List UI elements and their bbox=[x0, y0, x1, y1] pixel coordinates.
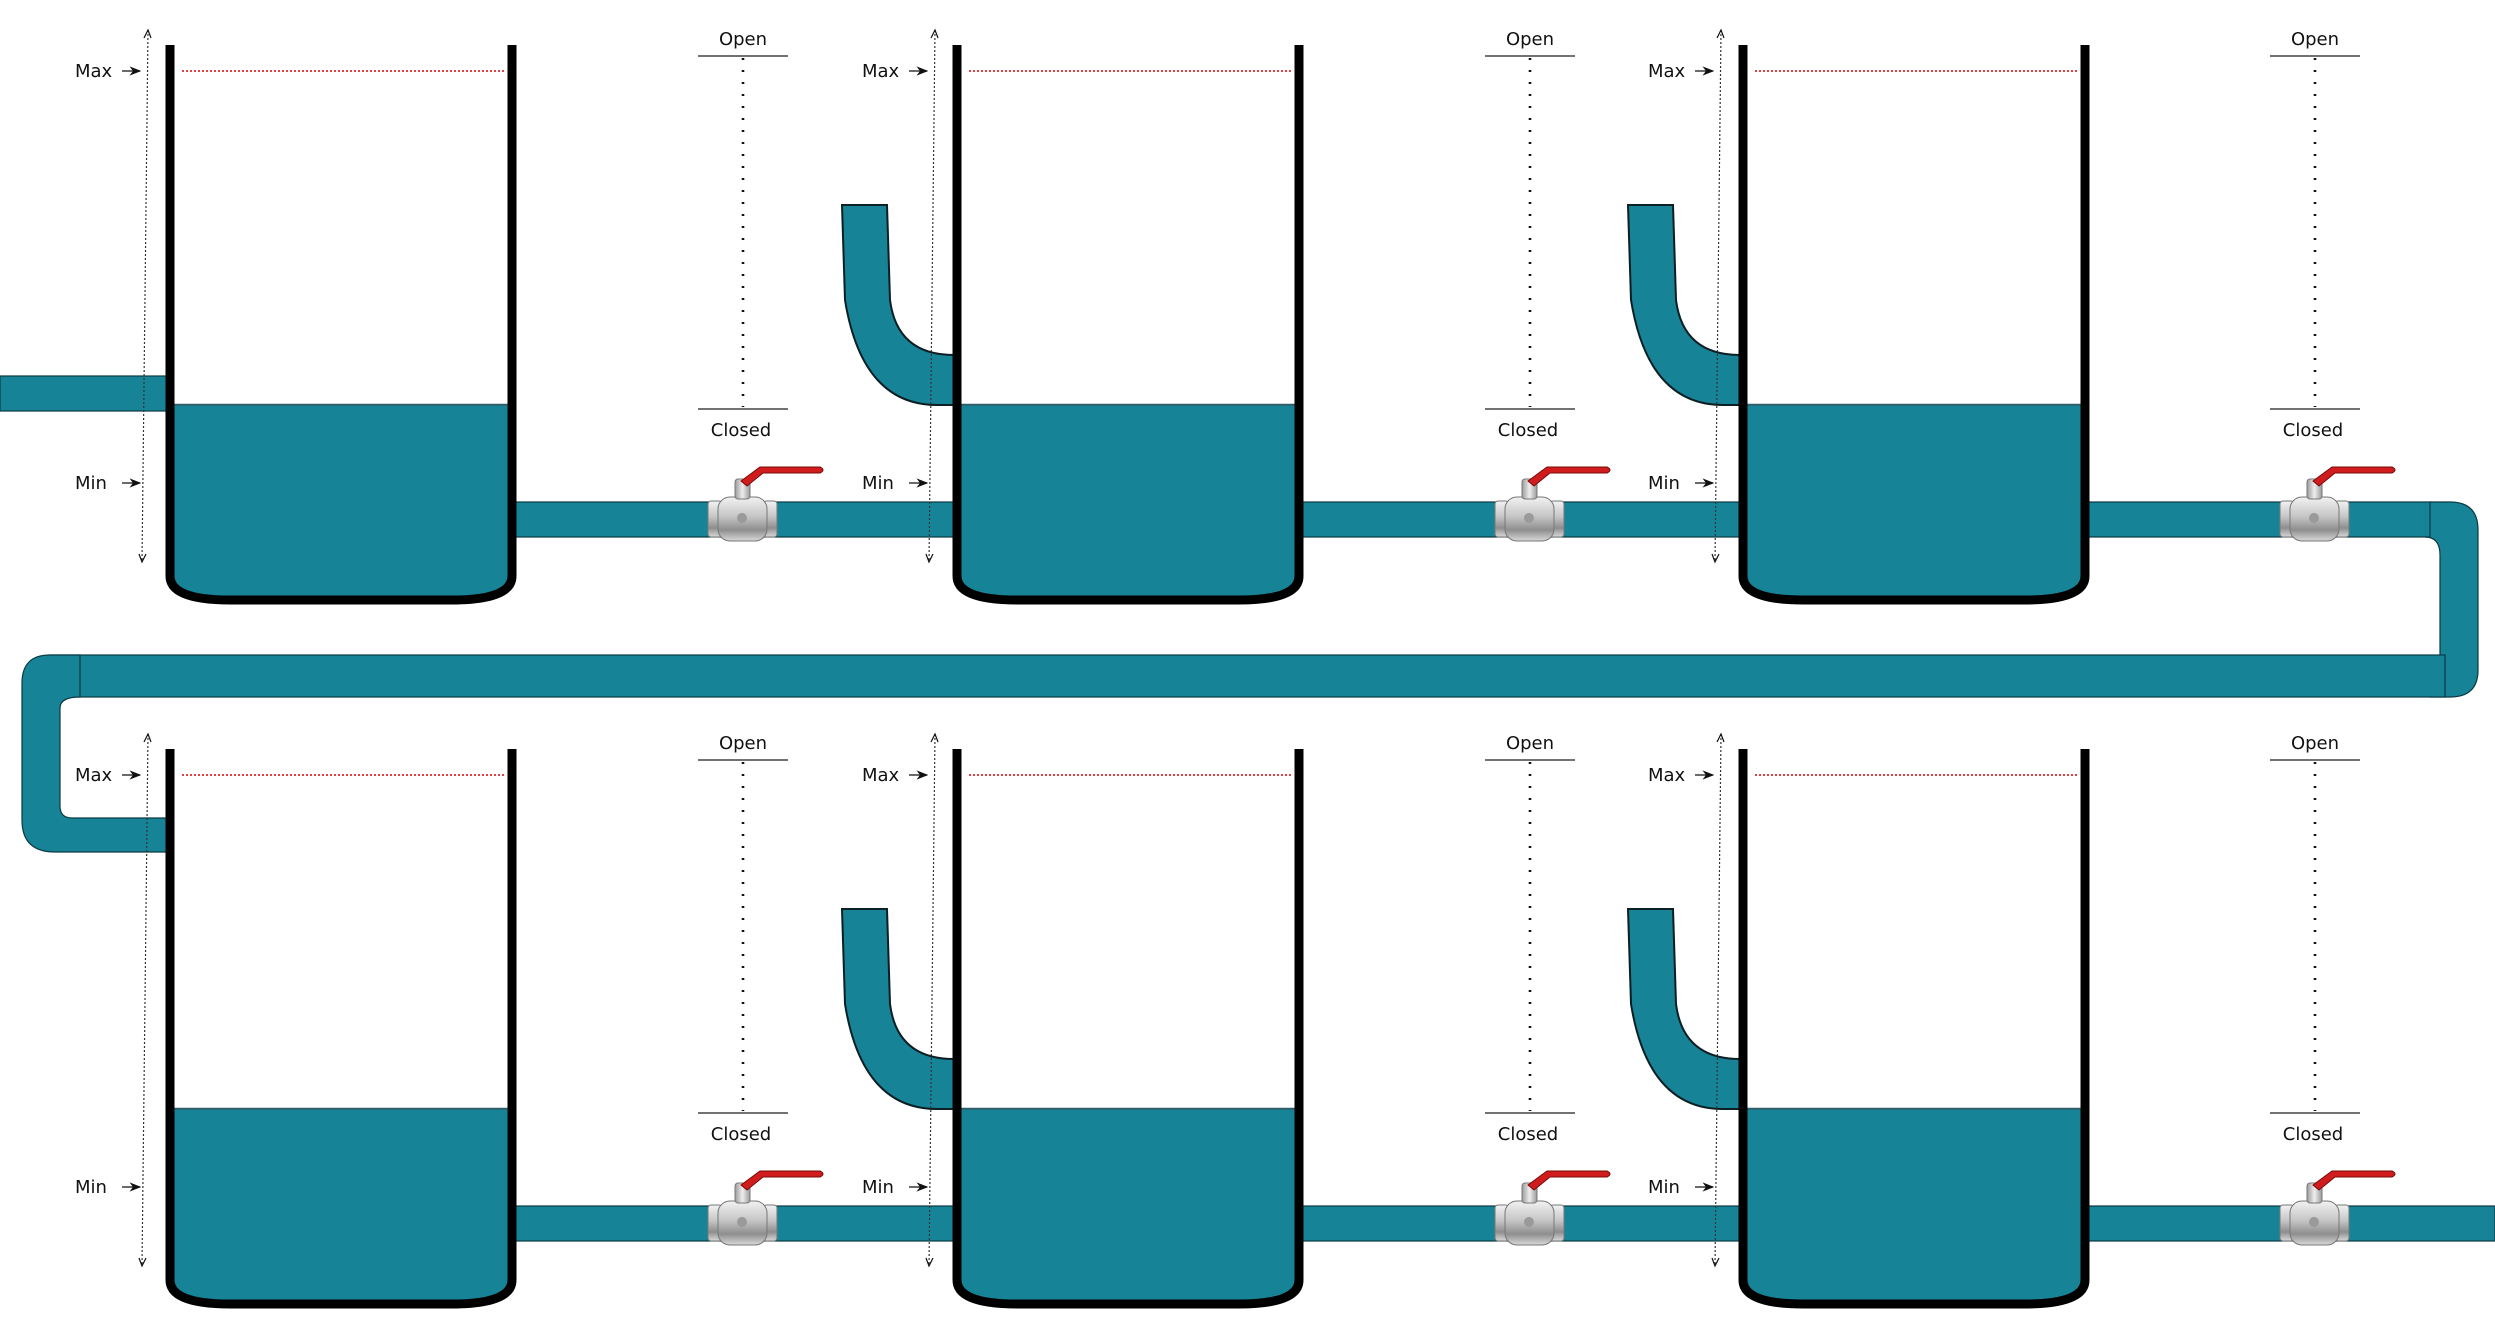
valve-nut bbox=[1524, 513, 1534, 523]
outflow-pipe bbox=[2083, 502, 2432, 537]
tank-water bbox=[957, 405, 1299, 598]
min-label: Min bbox=[75, 473, 107, 494]
closed-label: Closed bbox=[711, 1124, 771, 1145]
valve-handle[interactable] bbox=[1528, 1171, 1610, 1190]
level-axis bbox=[1715, 30, 1721, 562]
max-label: Max bbox=[75, 765, 113, 786]
overflow-spout bbox=[842, 909, 954, 1109]
tank bbox=[122, 734, 512, 1304]
label-layer: MaxMinMaxMinMaxMinMaxMinMaxMinMaxMinOpen… bbox=[75, 29, 2343, 1198]
valve-nut bbox=[737, 513, 747, 523]
return-pipe bbox=[50, 655, 2445, 697]
min-label: Min bbox=[862, 473, 894, 494]
closed-label: Closed bbox=[2283, 1124, 2343, 1145]
open-label: Open bbox=[1506, 733, 1554, 754]
max-label: Max bbox=[1648, 765, 1686, 786]
min-label: Min bbox=[1648, 1177, 1680, 1198]
valve-assembly bbox=[2270, 56, 2395, 541]
open-label: Open bbox=[719, 29, 767, 50]
valve-assembly bbox=[1485, 56, 1610, 541]
level-axis bbox=[142, 734, 148, 1266]
level-axis bbox=[929, 734, 935, 1266]
tank-water bbox=[170, 1109, 512, 1302]
valve-assembly bbox=[698, 760, 823, 1245]
valve-nut bbox=[1524, 1217, 1534, 1227]
closed-label: Closed bbox=[2283, 420, 2343, 441]
tank bbox=[1695, 734, 2085, 1304]
open-label: Open bbox=[1506, 29, 1554, 50]
max-label: Max bbox=[862, 61, 900, 82]
valve-nut bbox=[737, 1217, 747, 1227]
valve-assembly bbox=[1485, 760, 1610, 1245]
closed-label: Closed bbox=[711, 420, 771, 441]
tank-water bbox=[957, 1109, 1299, 1302]
max-label: Max bbox=[1648, 61, 1686, 82]
tank bbox=[122, 30, 512, 600]
tank-water bbox=[1743, 405, 2085, 598]
valve-nut bbox=[2309, 1217, 2319, 1227]
max-label: Max bbox=[75, 61, 113, 82]
valve-handle[interactable] bbox=[741, 467, 823, 486]
valve-assembly bbox=[2270, 760, 2395, 1245]
valve-assembly bbox=[698, 56, 823, 541]
overflow-spout bbox=[842, 205, 954, 405]
tank bbox=[909, 734, 1299, 1304]
valve-handle[interactable] bbox=[2313, 467, 2395, 486]
level-axis bbox=[142, 30, 148, 562]
tank bbox=[1695, 30, 2085, 600]
inlet-pipe bbox=[0, 376, 172, 411]
overflow-spout bbox=[1628, 909, 1740, 1109]
min-label: Min bbox=[75, 1177, 107, 1198]
tank-water bbox=[1743, 1109, 2085, 1302]
valve-handle[interactable] bbox=[741, 1171, 823, 1190]
min-label: Min bbox=[1648, 473, 1680, 494]
valve-nut bbox=[2309, 513, 2319, 523]
closed-label: Closed bbox=[1498, 420, 1558, 441]
tank-water bbox=[170, 405, 512, 598]
min-label: Min bbox=[862, 1177, 894, 1198]
valve-handle[interactable] bbox=[1528, 467, 1610, 486]
level-axis bbox=[929, 30, 935, 562]
open-label: Open bbox=[2291, 733, 2339, 754]
level-axis bbox=[1715, 734, 1721, 1266]
closed-label: Closed bbox=[1498, 1124, 1558, 1145]
open-label: Open bbox=[719, 733, 767, 754]
tank bbox=[909, 30, 1299, 600]
overflow-spout bbox=[1628, 205, 1740, 405]
open-label: Open bbox=[2291, 29, 2339, 50]
pipe-layer bbox=[0, 205, 2495, 1241]
valve-handle[interactable] bbox=[2313, 1171, 2395, 1190]
max-label: Max bbox=[862, 765, 900, 786]
